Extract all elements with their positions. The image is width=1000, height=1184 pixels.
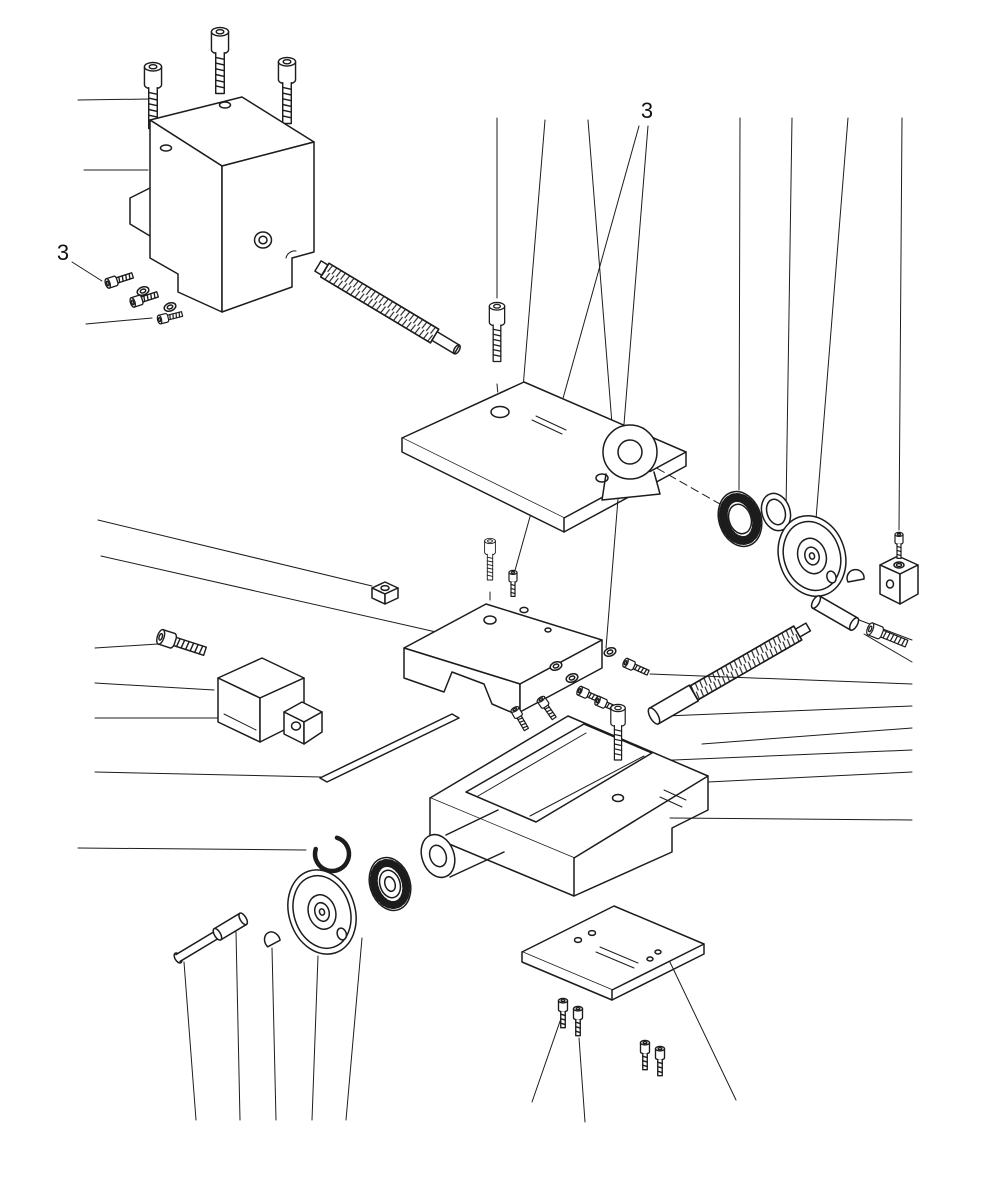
mounting-plate — [521, 905, 705, 1001]
knurled-bearing-ring — [717, 490, 763, 548]
mounting-screw-icon — [557, 997, 569, 1029]
callout-label-3-left: 3 — [57, 240, 69, 265]
saddle-base-casting — [420, 715, 709, 897]
mounting-screw-icon — [572, 1005, 584, 1037]
handle-cap-nut — [263, 931, 281, 948]
mounting-screws — [557, 997, 666, 1077]
retainer-cube-block — [879, 531, 919, 605]
mounting-screw-icon — [654, 1045, 666, 1077]
leadscrew-boss — [420, 809, 505, 879]
callout-label-3-top: 3 — [641, 98, 653, 123]
gib-screw — [154, 627, 209, 660]
gib-block — [217, 657, 305, 743]
cap-screw-icon — [210, 26, 230, 95]
small-screw-icon — [535, 694, 559, 722]
set-screws-with-washers — [103, 269, 184, 325]
gib-strip — [319, 713, 460, 783]
lower-leadscrew — [647, 622, 812, 725]
crank-handle — [173, 912, 249, 964]
spacer-sleeve — [810, 594, 860, 632]
washer-icon — [162, 300, 178, 314]
callout-leader-lines — [71, 98, 913, 1123]
dome-cap-nut — [846, 568, 865, 583]
lower-handwheel — [287, 869, 357, 955]
upper-leadscrew — [314, 260, 461, 355]
graduated-dial — [368, 856, 412, 912]
tool-post-block — [129, 96, 315, 313]
washer-icon — [602, 645, 618, 659]
small-screw-icon — [509, 704, 531, 733]
set-screw-icon — [103, 269, 135, 290]
spacer-ring — [760, 492, 792, 532]
leadscrew-bracket — [595, 424, 661, 501]
cap-screw-icon — [277, 56, 297, 125]
retaining-ring — [312, 834, 352, 874]
square-nut — [371, 581, 399, 605]
right-handwheel — [777, 514, 865, 598]
cube-set-screw — [894, 531, 904, 560]
small-screw-icon — [621, 656, 651, 678]
plate-cap-screw — [488, 301, 506, 363]
bracket-cap-screw — [864, 621, 910, 651]
slide-cap-screw — [484, 537, 496, 581]
mounting-screw-icon — [639, 1039, 651, 1071]
top-slide-plate — [401, 381, 687, 533]
grub-screw — [508, 569, 518, 598]
cross-slide-block — [403, 603, 603, 717]
clamp-shoe — [283, 701, 323, 745]
